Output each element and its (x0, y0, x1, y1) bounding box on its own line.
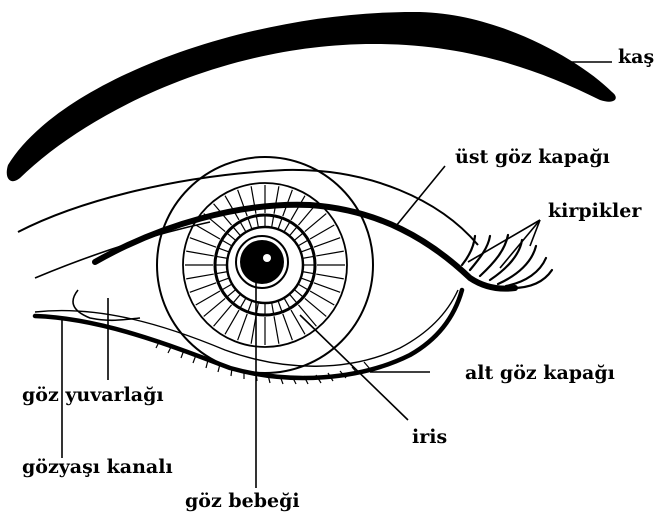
label-gozyasi-kanali: gözyaşı kanalı (22, 458, 173, 477)
iris-ray-outer (186, 251, 214, 256)
iris-ray-inner (216, 272, 228, 274)
iris-ray-outer (291, 310, 305, 334)
iris-ray-outer (316, 274, 344, 279)
iris-ray-outer (305, 214, 326, 232)
iris-ray-inner (218, 278, 229, 282)
iris-ray-inner (302, 272, 314, 274)
iris-ray-inner (284, 222, 290, 232)
iris-ray-inner (278, 301, 282, 312)
leader-kirpikler-3 (530, 220, 540, 246)
iris-ray-outer (316, 251, 344, 256)
iris-ray-outer (310, 291, 334, 305)
iris-ray-outer (186, 274, 214, 279)
iris-ray-outer (314, 283, 340, 293)
iris-ray-inner (294, 289, 303, 297)
label-iris: iris (412, 428, 447, 447)
iris-ray-inner (298, 240, 308, 246)
pupil (240, 240, 284, 284)
iris-ray-outer (305, 298, 326, 316)
iris-ray-inner (256, 216, 258, 228)
label-goz-bebegi: göz bebeği (185, 492, 300, 511)
iris-ray-inner (248, 218, 252, 229)
label-goz-yuvarlagi: göz yuvarlağı (22, 386, 164, 405)
eyeball-outline (73, 290, 140, 320)
iris-ray-inner (227, 233, 236, 241)
iris-ray-inner (218, 248, 229, 252)
iris-ray-inner (272, 302, 274, 314)
leader-lines (62, 62, 612, 488)
label-kirpikler: kirpikler (548, 202, 641, 221)
iris-ray-outer (310, 225, 334, 239)
iris-ray-outer (214, 305, 232, 326)
label-kas: kaş (618, 48, 654, 67)
iris-ray-outer (274, 186, 279, 214)
iris-ray-outer (274, 316, 279, 344)
iris-ray-inner (272, 216, 274, 228)
iris-ray-inner (227, 289, 236, 297)
iris-ray-outer (190, 283, 216, 293)
iris-ray-outer (196, 225, 220, 239)
iris-ray-inner (284, 298, 290, 308)
iris-ray-inner (240, 222, 246, 232)
iris-ray-inner (289, 227, 297, 236)
iris-ray-inner (302, 256, 314, 258)
iris-ray-outer (314, 238, 340, 248)
iris-ray-inner (240, 298, 246, 308)
lower-lid-inner (35, 290, 458, 366)
pupil-highlight (263, 254, 271, 262)
iris-ray-outer (291, 196, 305, 220)
iris-ray-inner (301, 278, 312, 282)
label-ust-goz-kapagi: üst göz kapağı (455, 148, 610, 167)
iris-ray-outer (196, 291, 220, 305)
iris-ray-inner (301, 248, 312, 252)
iris-ray-outer (283, 314, 293, 340)
label-alt-goz-kapagi: alt göz kapağı (465, 364, 615, 383)
lower-lid (35, 290, 462, 378)
iris-ray-outer (225, 310, 239, 334)
iris-ray-inner (289, 294, 297, 303)
iris-ray-outer (238, 314, 248, 340)
iris-ray-inner (222, 284, 232, 290)
leader-kirpikler-1 (468, 220, 540, 262)
iris-ray-inner (222, 240, 232, 246)
iris-ray-outer (190, 238, 216, 248)
iris-ray-inner (248, 301, 252, 312)
iris-ray-outer (204, 298, 225, 316)
iris-ray-inner (233, 227, 241, 236)
leader-iris (300, 315, 408, 420)
leader-ust-goz-kapagi (396, 166, 445, 226)
iris-ray-inner (233, 294, 241, 303)
iris-ray-inner (216, 256, 228, 258)
iris-ray-inner (278, 218, 282, 229)
iris-ray-inner (298, 284, 308, 290)
iris-ray-inner (294, 233, 303, 241)
